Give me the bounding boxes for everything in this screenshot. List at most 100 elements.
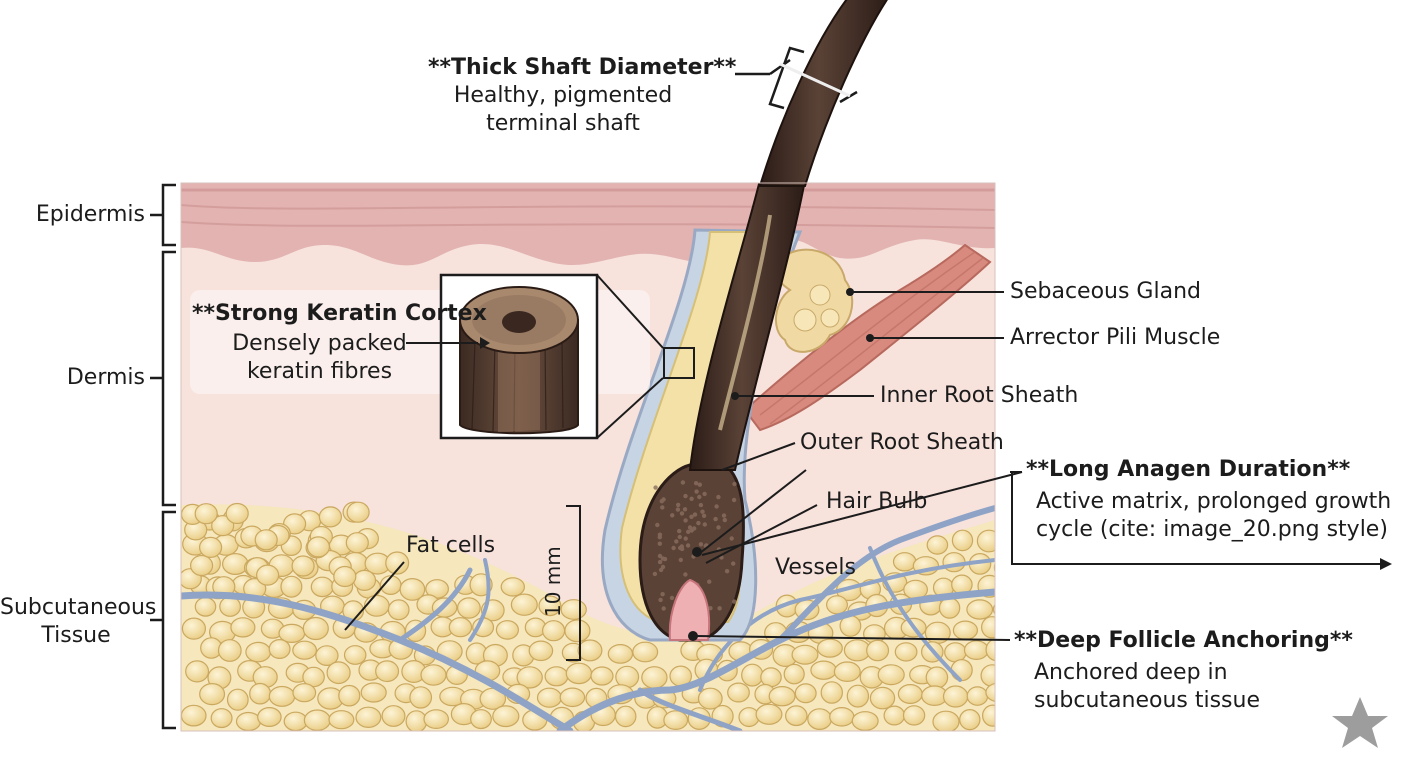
- matrix-cell: [713, 516, 718, 522]
- fat-cell: [963, 640, 989, 660]
- fat-cell: [268, 638, 291, 659]
- fat-cell: [825, 595, 848, 615]
- fat-cell: [942, 685, 969, 708]
- matrix-cell: [679, 511, 685, 516]
- fat-cell: [559, 687, 586, 708]
- fat-cell: [315, 645, 339, 666]
- fat-cell: [741, 663, 764, 687]
- fat-cell: [355, 706, 382, 729]
- shaft-diameter-bracket: [735, 46, 858, 110]
- matrix-cell: [683, 536, 688, 541]
- matrix-cell: [697, 494, 702, 500]
- matrix-cell: [677, 528, 682, 534]
- matrix-cell: [717, 606, 722, 611]
- leader-markers: [480, 288, 1392, 641]
- label-hair-bulb: Hair Bulb: [826, 489, 928, 514]
- fat-cell: [544, 666, 569, 687]
- fat-cell: [883, 705, 906, 726]
- fat-cell: [510, 593, 538, 616]
- fat-cell: [894, 642, 918, 662]
- callout-cortex-title: **Strong Keratin Cortex: [192, 301, 487, 326]
- fat-cell: [902, 705, 926, 726]
- matrix-cell: [687, 525, 693, 530]
- matrix-cell: [653, 485, 658, 490]
- fat-cell: [230, 617, 256, 638]
- fat-cell: [280, 575, 303, 598]
- fat-cell: [846, 684, 870, 708]
- fat-cell: [181, 704, 207, 727]
- fat-cell: [381, 705, 406, 727]
- fat-cell: [235, 711, 262, 731]
- matrix-cell: [685, 543, 691, 548]
- fat-cell: [500, 577, 525, 597]
- matrix-cell: [697, 482, 702, 487]
- fat-cell: [897, 683, 923, 704]
- fat-cell: [310, 576, 334, 598]
- label-outer-root-sheath: Outer Root Sheath: [800, 430, 1004, 455]
- matrix-cell: [700, 509, 705, 514]
- fat-cell: [976, 529, 995, 553]
- fat-cell: [254, 529, 278, 551]
- fat-cell: [495, 620, 519, 640]
- fat-cell: [577, 639, 603, 662]
- fat-cell: [952, 620, 979, 641]
- matrix-cell: [702, 522, 707, 527]
- matrix-cell: [660, 592, 665, 597]
- fat-cell: [641, 666, 668, 689]
- fat-cell: [345, 532, 369, 554]
- fat-cell: [225, 502, 249, 525]
- fat-cell: [326, 661, 351, 685]
- matrix-cell: [678, 557, 683, 563]
- fat-cell: [222, 552, 249, 575]
- fat-cell: [181, 617, 206, 640]
- matrix-cell: [660, 505, 665, 510]
- fat-cell: [492, 705, 520, 728]
- callout-anchoring-text: Anchored deep in subcutaneous tissue: [1034, 660, 1260, 713]
- fat-cell: [292, 683, 317, 703]
- fat-cell: [663, 710, 689, 730]
- matrix-cell: [682, 507, 688, 512]
- fat-cell: [448, 617, 473, 638]
- callout-anchoring-title: **Deep Follicle Anchoring**: [1014, 628, 1353, 653]
- fat-cell: [199, 682, 226, 706]
- fat-cell: [303, 709, 331, 731]
- callout-cortex: **Strong Keratin Cortex Densely packed k…: [192, 300, 487, 384]
- callout-shaft: **Thick Shaft Diameter** Healthy, pigmen…: [428, 54, 736, 138]
- fat-cell: [925, 666, 949, 689]
- fat-cell: [399, 578, 426, 601]
- matrix-cell: [698, 542, 704, 547]
- fat-cell: [614, 705, 637, 728]
- callout-anchoring: **Deep Follicle Anchoring** Anchored dee…: [1014, 627, 1374, 713]
- matrix-cell: [680, 480, 686, 485]
- fat-cell: [727, 682, 750, 703]
- fat-cell: [217, 639, 242, 662]
- matrix-cell: [657, 559, 663, 565]
- fat-cell: [784, 705, 808, 727]
- matrix-cell: [657, 541, 662, 546]
- fat-cell: [951, 529, 974, 552]
- fat-cell: [932, 710, 960, 731]
- fat-cell: [590, 666, 614, 686]
- matrix-cell: [707, 579, 712, 584]
- fat-cell: [306, 536, 330, 558]
- fat-cell: [981, 616, 995, 639]
- fat-cell: [292, 640, 318, 660]
- matrix-cell: [716, 525, 721, 530]
- hair-shaft: [758, 0, 888, 187]
- fat-cell: [185, 660, 210, 683]
- matrix-cell: [657, 553, 663, 559]
- fat-cell: [564, 619, 591, 643]
- matrix-cell: [708, 606, 713, 611]
- fat-cell: [877, 664, 905, 686]
- label-vessels: Vessels: [775, 555, 856, 580]
- matrix-cell: [652, 571, 658, 577]
- matrix-cell: [689, 514, 694, 519]
- fat-cell: [409, 686, 433, 709]
- label-arrector-pili: Arrector Pili Muscle: [1010, 325, 1221, 350]
- fat-cell: [360, 682, 387, 703]
- matrix-cell: [674, 539, 679, 544]
- fat-cell: [194, 503, 218, 525]
- fat-cell: [352, 569, 377, 592]
